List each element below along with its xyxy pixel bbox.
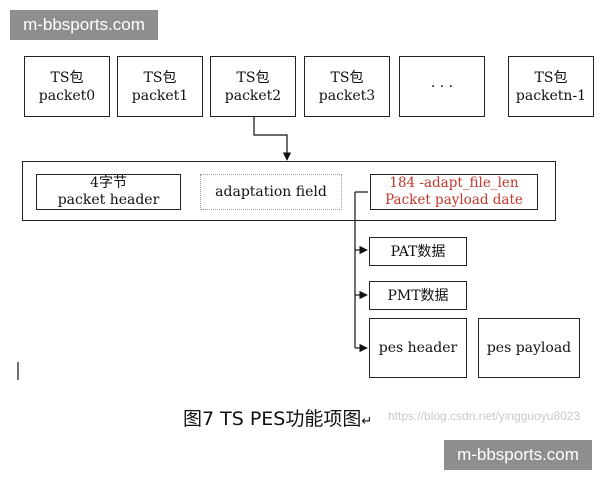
packet-name: packet3 (318, 87, 376, 104)
packet-label: TS包 (330, 69, 364, 86)
packet-label: TS包 (534, 69, 568, 86)
packet-header-box: 4字节 packet header (36, 174, 181, 210)
site-badge-top: m-bbsports.com (10, 10, 158, 40)
header-size: 4字节 (90, 175, 127, 191)
packet-label: TS包 (50, 69, 84, 86)
packet-name: packet0 (38, 87, 96, 104)
packet-label: TS包 (143, 69, 177, 86)
caption-text: 图7 TS PES功能项图 (183, 408, 362, 430)
payload-size: 184 -adapt_file_len (389, 175, 519, 191)
caption-return-mark: ↵ (361, 414, 373, 429)
pmt-data-box: PMT数据 (369, 281, 467, 310)
packet-box-ellipsis: · · · (399, 56, 485, 117)
packet-name: packetn-1 (515, 87, 587, 104)
payload-box: 184 -adapt_file_len Packet payload date (370, 174, 538, 210)
header-label: packet header (57, 192, 160, 208)
packet-name: packet1 (131, 87, 189, 104)
pmt-label: PMT数据 (387, 287, 449, 304)
packet2-to-structure-arrow (253, 117, 292, 161)
packet-name: packet2 (224, 87, 282, 104)
packet-box-3: TS包 packet3 (304, 56, 390, 117)
pat-data-box: PAT数据 (369, 237, 467, 266)
packet-box-2: TS包 packet2 (210, 56, 296, 117)
ts-packet-structure (22, 161, 556, 221)
figure-caption: 图7 TS PES功能项图↵ (183, 404, 372, 431)
adaptation-label: adaptation field (215, 184, 327, 200)
pes-payload-label: pes payload (486, 340, 572, 356)
pat-label: PAT数据 (390, 243, 446, 260)
pes-header-label: pes header (378, 340, 458, 356)
packet-label: TS包 (236, 69, 270, 86)
packet-box-0: TS包 packet0 (24, 56, 110, 117)
packet-box-1: TS包 packet1 (117, 56, 203, 117)
pes-payload-box: pes payload (478, 318, 580, 378)
packet-ellipsis: · · · (430, 78, 454, 95)
site-badge-bottom: m-bbsports.com (444, 440, 592, 470)
pes-header-box: pes header (369, 318, 467, 378)
adaptation-field-box: adaptation field (200, 174, 342, 210)
packet-box-last: TS包 packetn-1 (508, 56, 594, 117)
payload-label: Packet payload date (385, 192, 523, 208)
blog-watermark: https://blog.csdn.net/yingguoyu8023 (388, 409, 581, 423)
